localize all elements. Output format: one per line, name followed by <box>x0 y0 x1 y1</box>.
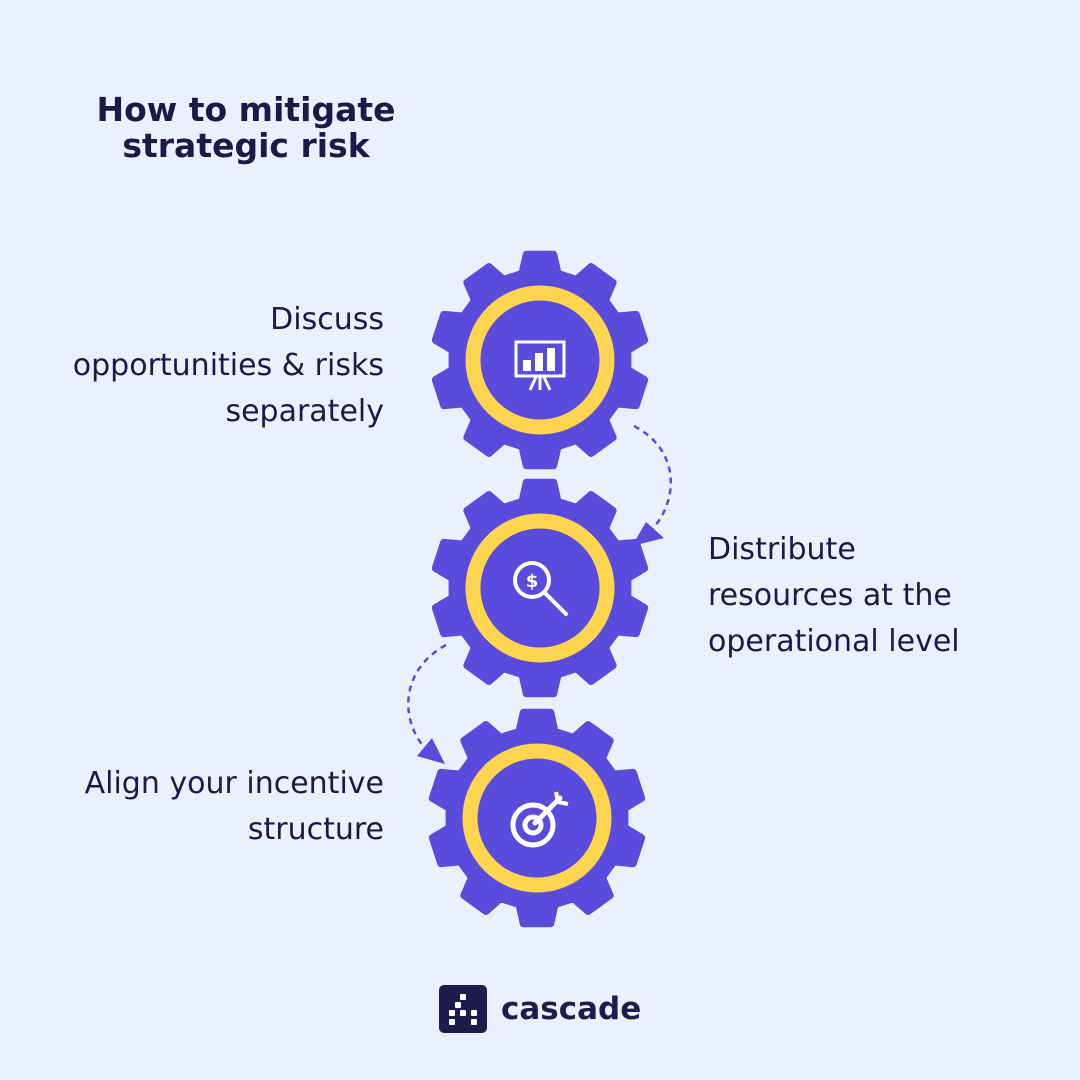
step-3-label: Align your incentive structure <box>85 761 384 853</box>
label-line: opportunities & risks <box>72 348 384 383</box>
connector-arrow-1 <box>632 424 673 546</box>
gear-2 <box>431 478 649 698</box>
presentation-chart-icon <box>514 340 566 391</box>
label-line: operational level <box>708 624 960 659</box>
step-2-label: Distribute resources at the operational … <box>708 527 960 665</box>
label-line: Discuss <box>270 302 384 337</box>
title-line: How to mitigate <box>96 90 396 129</box>
brand-name: cascade <box>501 991 642 1027</box>
step-1-label: Discuss opportunities & risks separately <box>73 297 384 435</box>
label-line: Align your incentive <box>84 766 384 801</box>
label-line: structure <box>247 812 384 847</box>
cascade-logo: cascade <box>439 985 641 1033</box>
label-line: resources at the <box>708 578 952 613</box>
page-title: How to mitigate strategic risk <box>86 92 406 164</box>
cascade-logo-icon <box>439 985 487 1033</box>
svg-text:$: $ <box>526 571 539 592</box>
target-dart-icon <box>510 791 569 848</box>
connector-arrow-2 <box>407 643 447 764</box>
title-line: strategic risk <box>122 126 370 165</box>
label-line: separately <box>225 394 384 429</box>
label-line: Distribute <box>708 532 856 567</box>
dollar-search-icon: $ <box>513 561 568 616</box>
